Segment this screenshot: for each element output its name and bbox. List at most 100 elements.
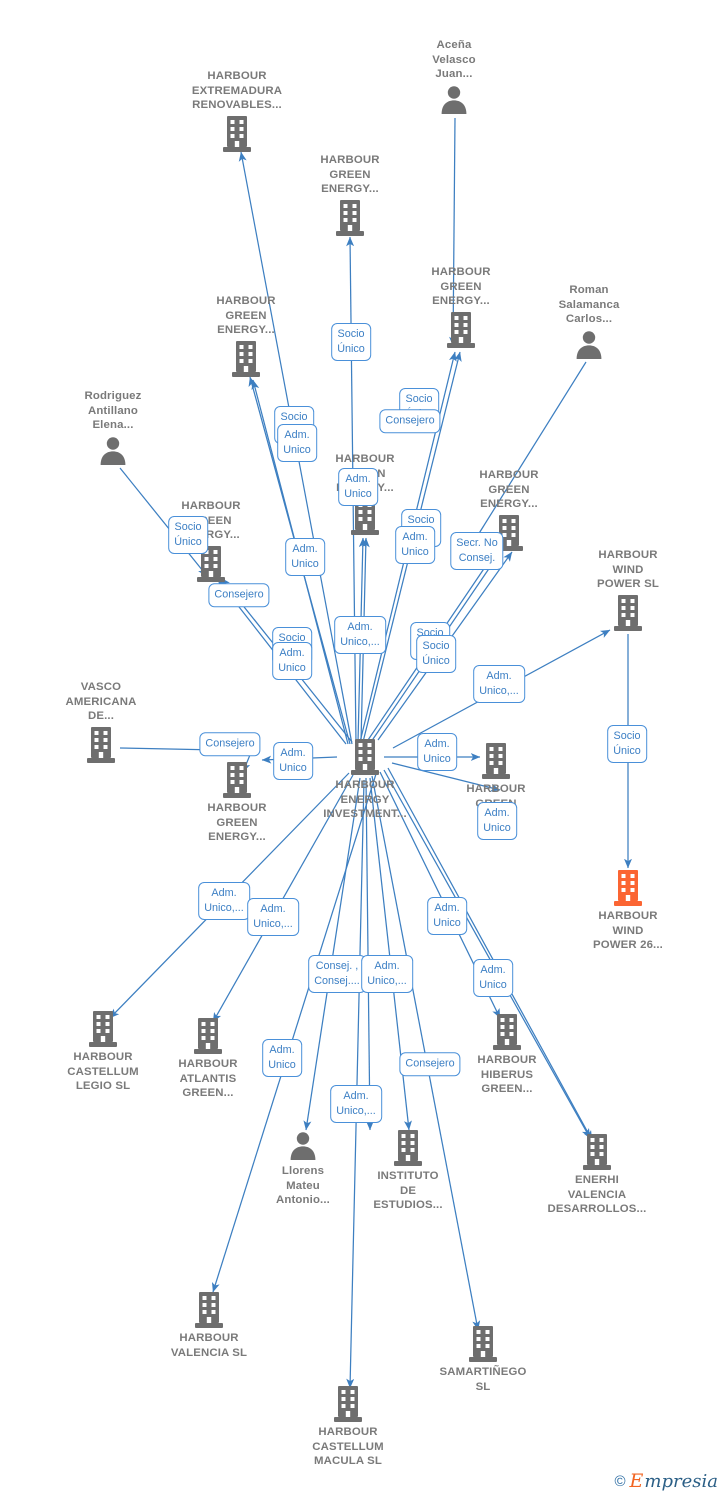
node-label: Llorens Mateu Antonio... [275,1165,330,1207]
node-label: HARBOUR GREEN ENERGY... [479,469,539,511]
graph-node-atlantis[interactable]: HARBOUR ATLANTIS GREEN... [142,1016,274,1101]
node-label: Rodriguez Antillano Elena... [84,390,142,432]
graph-node-extremadura[interactable]: HARBOUR EXTREMADURA RENOVABLES... [171,69,303,154]
graph-node-instituto[interactable]: INSTITUTO DE ESTUDIOS... [342,1128,474,1213]
edge-label-11[interactable]: Secr. No Consej. [450,532,504,570]
building-icon [334,1386,362,1422]
graph-node-hub[interactable]: HARBOUR ENERGY INVESTMENT... [299,737,431,822]
person-icon [286,1129,320,1163]
building-icon [583,1134,611,1170]
graph-node-enerhi[interactable]: ENERHI VALENCIA DESARROLLOS... [531,1132,663,1217]
building-icon [195,1292,223,1328]
edge-label-3[interactable]: Consejero [379,409,441,433]
building-icon [394,1130,422,1166]
edge-label-5[interactable]: Adm. Unico [277,424,317,462]
edge-label-17[interactable]: Socio Único [416,635,456,673]
node-label: HARBOUR VALENCIA SL [170,1332,248,1359]
building-icon [482,743,510,779]
building-icon [333,198,367,238]
person-icon [96,434,130,468]
graph-node-vasco[interactable]: VASCO AMERICANA DE... [35,680,167,765]
building-icon [191,1016,225,1056]
building-icon [84,725,118,765]
edge-label-12[interactable]: Consejero [208,583,270,607]
node-label: ENERHI VALENCIA DESARROLLOS... [547,1174,647,1216]
node-label: HARBOUR GREEN ENERGY... [207,802,267,844]
graph-node-llorens[interactable]: Llorens Mateu Antonio... [237,1129,369,1208]
graph-node-samartinego[interactable]: SAMARTIÑEGO SL [417,1324,549,1394]
node-label: VASCO AMERICANA DE... [65,681,137,723]
edge-label-21[interactable]: Adm. Unico [273,742,313,780]
graph-node-rodriguez[interactable]: Rodriguez Antillano Elena... [47,389,179,468]
edge-label-31[interactable]: Consejero [399,1052,461,1076]
edge-label-28[interactable]: Consej. , Consej.... [308,955,366,993]
edge-label-30[interactable]: Adm. Unico [262,1039,302,1077]
building-icon [444,310,478,350]
building-icon [493,1014,521,1050]
graph-node-hge_left2[interactable]: HARBOUR GREEN ENERGY... [145,499,277,584]
graph-node-hge_top2[interactable]: HARBOUR GREEN ENERGY... [395,265,527,350]
node-label: HARBOUR WIND POWER 26... [592,910,663,952]
building-icon [331,1384,365,1424]
edge-label-24[interactable]: Adm. Unico,... [198,882,250,920]
node-label: SAMARTIÑEGO SL [439,1366,527,1393]
edge-label-25[interactable]: Adm. Unico,... [247,898,299,936]
graph-node-hge_top1[interactable]: HARBOUR GREEN ENERGY... [284,153,416,238]
brand-name: mpresia [644,1470,718,1492]
building-icon [614,594,642,631]
graph-node-hge_right[interactable]: HARBOUR GREEN ENERGY... [443,468,575,553]
person-icon [437,83,471,117]
graph-node-roman[interactable]: Roman Salamanca Carlos... [523,283,655,362]
node-label: INSTITUTO DE ESTUDIOS... [373,1170,443,1212]
edge-label-6[interactable]: Adm. Unico [338,468,378,506]
building-icon [469,1326,497,1362]
edge-label-23[interactable]: Adm. Unico [477,802,517,840]
edge-label-19[interactable]: Socio Único [607,725,647,763]
node-label: HARBOUR EXTREMADURA RENOVABLES... [191,70,283,112]
graph-node-castellum_legio[interactable]: HARBOUR CASTELLUM LEGIO SL [37,1009,169,1094]
person-icon [290,1132,316,1160]
edge-label-22[interactable]: Adm. Unico [417,733,457,771]
graph-node-windpower_sl[interactable]: HARBOUR WIND POWER SL [562,548,694,633]
building-icon [447,311,475,348]
edge-label-15[interactable]: Adm. Unico,... [334,616,386,654]
graph-node-hge_below[interactable]: HARBOUR GREEN ENERGY... [171,760,303,845]
building-icon [466,1324,500,1364]
edge-label-26[interactable]: Adm. Unico [427,897,467,935]
building-icon [220,760,254,800]
node-label: HARBOUR GREEN ENERGY... [320,154,380,196]
edge-label-20[interactable]: Consejero [199,732,261,756]
graph-node-acena[interactable]: Aceña Velasco Juan... [388,38,520,117]
node-label: HARBOUR GREEN ENERGY... [216,295,276,337]
graph-node-macula[interactable]: HARBOUR CASTELLUM MACULA SL [282,1384,414,1469]
graph-node-hge_left1[interactable]: HARBOUR GREEN ENERGY... [180,294,312,379]
brand-initial: E [629,1470,644,1492]
edge-label-29[interactable]: Adm. Unico,... [361,955,413,993]
building-icon [580,1132,614,1172]
edge-label-1[interactable]: Socio Único [331,323,371,361]
building-icon [89,1011,117,1047]
edge-label-7[interactable]: Socio Único [168,516,208,554]
graph-node-valencia[interactable]: HARBOUR VALENCIA SL [143,1290,275,1360]
node-label: HARBOUR WIND POWER SL [597,549,659,591]
edge-label-18[interactable]: Adm. Unico,... [473,665,525,703]
node-label: HARBOUR ATLANTIS GREEN... [178,1058,238,1100]
edge-label-8[interactable]: Adm. Unico [285,538,325,576]
building-icon [223,762,251,798]
building-icon [194,1018,222,1054]
edge-label-32[interactable]: Adm. Unico,... [330,1085,382,1123]
node-label: HARBOUR CASTELLUM LEGIO SL [67,1051,139,1093]
building-icon [351,498,379,535]
building-icon [336,199,364,236]
building-icon [220,114,254,154]
edge-label-14[interactable]: Adm. Unico [272,642,312,680]
edge-label-10[interactable]: Adm. Unico [395,526,435,564]
edge-label-27[interactable]: Adm. Unico [473,959,513,997]
graph-node-wp26[interactable]: HARBOUR WIND POWER 26... [562,868,694,953]
graph-node-hiberus[interactable]: HARBOUR HIBERUS GREEN... [441,1012,573,1097]
building-icon [87,726,115,763]
building-icon [223,115,251,152]
building-icon [391,1128,425,1168]
person-icon [576,331,602,359]
